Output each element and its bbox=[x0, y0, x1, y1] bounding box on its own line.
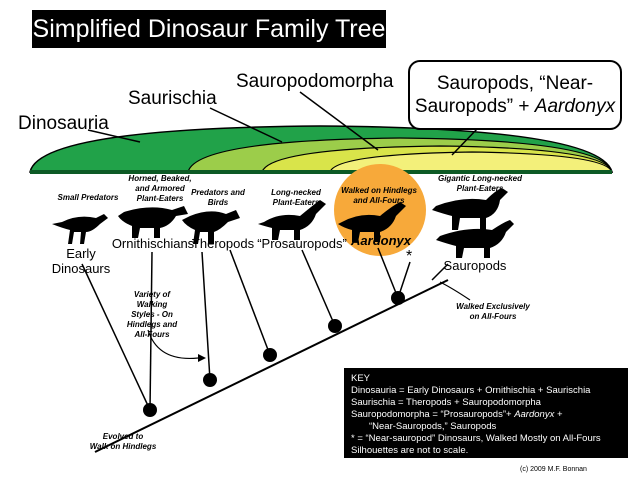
note-walking-line2: Walking bbox=[136, 300, 168, 309]
callout-line2b: Aardonyx bbox=[534, 96, 616, 117]
copyright: (c) 2009 M.F. Bonnan bbox=[520, 466, 587, 473]
note-walking-line4: Hindlegs and bbox=[126, 320, 178, 329]
key-line3a: Sauropodomorpha = “Prosauropods”+ bbox=[351, 409, 515, 420]
key-line5: * = “Near-sauropod” Dinosaurs, Walked Mo… bbox=[351, 433, 601, 444]
note-evolved-line1: Evolved to bbox=[102, 432, 144, 441]
clade-label-sauropodomorpha: Sauropodomorpha bbox=[236, 71, 394, 92]
group-aardonyx: Aardonyx bbox=[351, 233, 411, 248]
caption-aardonyx: Walked on Hindlegs and All-Fours bbox=[336, 186, 422, 206]
note-walking-line5: All-Fours bbox=[134, 330, 170, 339]
callout-line2a: Sauropods” + bbox=[414, 96, 535, 117]
clade-label-saurischia: Saurischia bbox=[128, 88, 217, 109]
key-line3: Sauropodomorpha = “Prosauropods”+ Aardon… bbox=[351, 409, 621, 421]
group-prosauropods: “Prosauropods” bbox=[257, 236, 347, 251]
tree-trunk bbox=[94, 279, 449, 453]
caption-prosauropods-line1: Long-necked bbox=[271, 188, 321, 197]
pointer-saurischia bbox=[209, 107, 283, 143]
key-line1: Dinosauria = Early Dinosaurs + Ornithisc… bbox=[351, 385, 591, 396]
prosauropod-silhouette bbox=[258, 200, 326, 240]
caption-theropods-line2: Birds bbox=[207, 198, 229, 207]
note-walked-all-fours: Walked Exclusively on All-Fours bbox=[448, 302, 538, 322]
group-sauropods: Sauropods bbox=[443, 258, 507, 273]
page-title: Simplified Dinosaur Family Tree bbox=[32, 10, 386, 48]
caption-sauropods: Gigantic Long-necked Plant-Eaters bbox=[432, 174, 528, 194]
note-walked-line2: on All-Fours bbox=[469, 312, 517, 321]
key-heading: KEY bbox=[351, 373, 371, 384]
caption-prosauropods: Long-necked Plant-Eaters bbox=[264, 188, 328, 208]
sauropods-dome bbox=[329, 151, 613, 173]
ornithischian-silhouette bbox=[118, 206, 188, 238]
arrow-walked-all-fours bbox=[439, 281, 471, 301]
branch-theropods bbox=[201, 251, 211, 381]
dome-base bbox=[30, 170, 612, 174]
theropod-silhouette bbox=[182, 210, 240, 244]
note-evolved-hindlegs: Evolved to Walk on Hindlegs bbox=[78, 432, 168, 452]
pointer-sauropodomorpha bbox=[299, 91, 379, 151]
sauropod-silhouette-2 bbox=[436, 220, 514, 258]
note-walking-line1: Variety of bbox=[133, 290, 171, 299]
callout-box: Sauropods, “Near- Sauropods” + Aardonyx bbox=[408, 60, 622, 130]
branch-aardonyx bbox=[377, 247, 399, 299]
branch-prosauropods bbox=[229, 249, 271, 356]
note-walking-line3: Styles - On bbox=[131, 310, 173, 319]
group-early-dinosaurs-line2: Dinosaurs bbox=[51, 261, 111, 276]
arrow-walking-styles bbox=[147, 329, 199, 360]
note-evolved-line2: Walk on Hindlegs bbox=[89, 442, 157, 451]
node-sauropodomorpha bbox=[263, 348, 277, 362]
branch-sauropods bbox=[431, 263, 449, 281]
key-line2: Saurischia = Theropods + Sauropodomorpha bbox=[351, 397, 541, 408]
pointer-dinosauria bbox=[87, 129, 141, 143]
caption-ornithischians-line1: Horned, Beaked, bbox=[128, 174, 192, 183]
early-dinosaur-silhouette bbox=[52, 214, 108, 244]
key-box: KEY Dinosauria = Early Dinosaurs + Ornit… bbox=[344, 368, 628, 458]
key-line6: Silhouettes are not to scale. bbox=[351, 445, 469, 456]
aardonyx-silhouette bbox=[338, 202, 406, 242]
caption-aardonyx-line2: and All-Fours bbox=[353, 196, 405, 205]
key-line4: “Near-Sauropods,” Sauropods bbox=[369, 421, 497, 432]
node-dinosauria bbox=[143, 403, 157, 417]
node-prosauropods bbox=[328, 319, 342, 333]
key-line3b: Aardonyx bbox=[514, 409, 555, 420]
pointer-callout bbox=[451, 127, 479, 156]
branch-ornithischians bbox=[149, 251, 153, 411]
caption-sauropods-line1: Gigantic Long-necked bbox=[437, 174, 522, 183]
key-line3c: + bbox=[554, 409, 563, 420]
caption-ornithischians: Horned, Beaked, and Armored Plant-Eaters bbox=[118, 174, 202, 204]
caption-aardonyx-line1: Walked on Hindlegs bbox=[341, 186, 417, 195]
caption-early-dinosaurs: Small Predators bbox=[57, 193, 119, 202]
branch-early-dinosaurs bbox=[81, 263, 151, 411]
note-walking-styles: Variety of Walking Styles - On Hindlegs … bbox=[120, 290, 184, 340]
note-walked-line1: Walked Exclusively bbox=[456, 302, 530, 311]
node-aardonyx-sauropods bbox=[391, 291, 405, 305]
asterisk-near-sauropod: * bbox=[406, 248, 413, 265]
branch-prosauropods-2 bbox=[301, 249, 336, 327]
arrowhead-walking bbox=[198, 354, 206, 362]
callout-line2: Sauropods” + Aardonyx bbox=[410, 95, 620, 118]
sauropod-silhouette-1 bbox=[432, 188, 508, 230]
caption-prosauropods-line2: Plant-Eaters bbox=[272, 198, 320, 207]
group-ornithischians: Ornithischians bbox=[111, 236, 195, 251]
group-theropods: Theropods bbox=[191, 236, 255, 251]
group-early-dinosaurs-line1: Early bbox=[66, 246, 96, 261]
caption-ornithischians-line2: and Armored bbox=[135, 184, 185, 193]
node-saurischia bbox=[203, 373, 217, 387]
group-early-dinosaurs: Early Dinosaurs bbox=[46, 246, 116, 276]
caption-theropods-line1: Predators and bbox=[191, 188, 245, 197]
clade-label-dinosauria: Dinosauria bbox=[18, 113, 109, 134]
caption-sauropods-line2: Plant-Eaters bbox=[456, 184, 504, 193]
callout-line1: Sauropods, “Near- bbox=[436, 73, 594, 94]
caption-theropods: Predators and Birds bbox=[186, 188, 250, 208]
caption-ornithischians-line3: Plant-Eaters bbox=[136, 194, 184, 203]
